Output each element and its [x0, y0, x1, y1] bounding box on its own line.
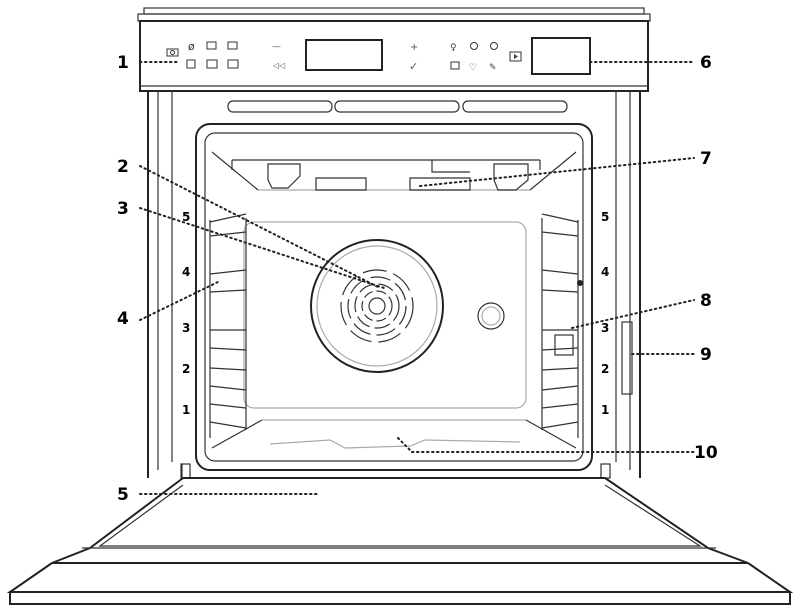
control-panel: ø — ◁◁ + ✓ ♀ ♡ ✎	[139, 20, 649, 92]
play-button[interactable]	[509, 51, 522, 62]
wrench-icon: ✎	[489, 63, 497, 73]
level-left-1: 1	[182, 403, 190, 417]
level-right-1: 1	[601, 403, 609, 417]
bottom-heating-element	[269, 439, 521, 449]
level-right-5: 5	[601, 210, 609, 224]
plus-button[interactable]: +	[410, 42, 418, 53]
side-pin	[577, 280, 583, 286]
level-left-4: 4	[182, 265, 190, 279]
callout-9: 9	[700, 345, 712, 365]
minus-button[interactable]: —	[272, 42, 281, 52]
power-icon	[490, 42, 498, 50]
level-left-2: 2	[182, 362, 190, 376]
level-left-3: 3	[182, 321, 190, 335]
shelf-rails-right	[541, 213, 579, 438]
door-sensor	[554, 334, 574, 356]
fan-blades	[340, 269, 414, 343]
dual-heat-icon	[227, 59, 239, 69]
heart-icon: ♡	[469, 63, 477, 73]
callout-2: 2	[117, 157, 129, 177]
callout-10: 10	[694, 443, 718, 463]
callout-6: 6	[700, 53, 712, 73]
fan-cover	[310, 239, 444, 373]
vent-slot-right	[462, 100, 568, 113]
callout-1: 1	[117, 53, 129, 73]
callout-8: 8	[700, 291, 712, 311]
preset-icon	[450, 61, 460, 70]
fan-icon	[227, 41, 238, 50]
vent-slot-center	[334, 100, 460, 113]
grill-icon	[206, 41, 217, 50]
start-icon: ◁◁	[272, 61, 285, 70]
level-right-3: 3	[601, 321, 609, 335]
callout-7: 7	[700, 149, 712, 169]
callout-labels: 1 2 3 4 5 6 7 8 9 10	[117, 53, 718, 505]
secondary-display	[531, 37, 591, 75]
clock-icon	[470, 42, 478, 50]
light-icon: ♀	[450, 43, 457, 53]
bottom-heat-icon	[206, 59, 218, 69]
top-heating-element	[231, 159, 541, 191]
shelf-levels-right: 5 4 3 2 1	[601, 210, 609, 417]
oven-frame	[147, 91, 641, 478]
camera-icon	[166, 48, 179, 57]
level-right-2: 2	[601, 362, 609, 376]
oven-cavity	[195, 123, 593, 471]
leader-lines	[139, 61, 695, 495]
level-left-5: 5	[182, 210, 190, 224]
callout-5: 5	[117, 485, 129, 505]
oven-door	[6, 463, 794, 605]
callout-4: 4	[117, 309, 129, 329]
shelf-rails-left	[209, 213, 247, 438]
no-symbol-icon: ø	[188, 40, 195, 53]
confirm-button[interactable]: ✓	[409, 60, 418, 73]
top-heat-icon	[186, 59, 196, 69]
oven-light	[477, 302, 505, 330]
callout-3: 3	[117, 199, 129, 219]
top-trim	[137, 7, 651, 22]
level-right-4: 4	[601, 265, 609, 279]
shelf-levels-left: 5 4 3 2 1	[182, 210, 190, 417]
vent-slot-left	[227, 100, 333, 113]
door-hinge-slot	[621, 321, 633, 395]
display-screen	[305, 39, 383, 71]
